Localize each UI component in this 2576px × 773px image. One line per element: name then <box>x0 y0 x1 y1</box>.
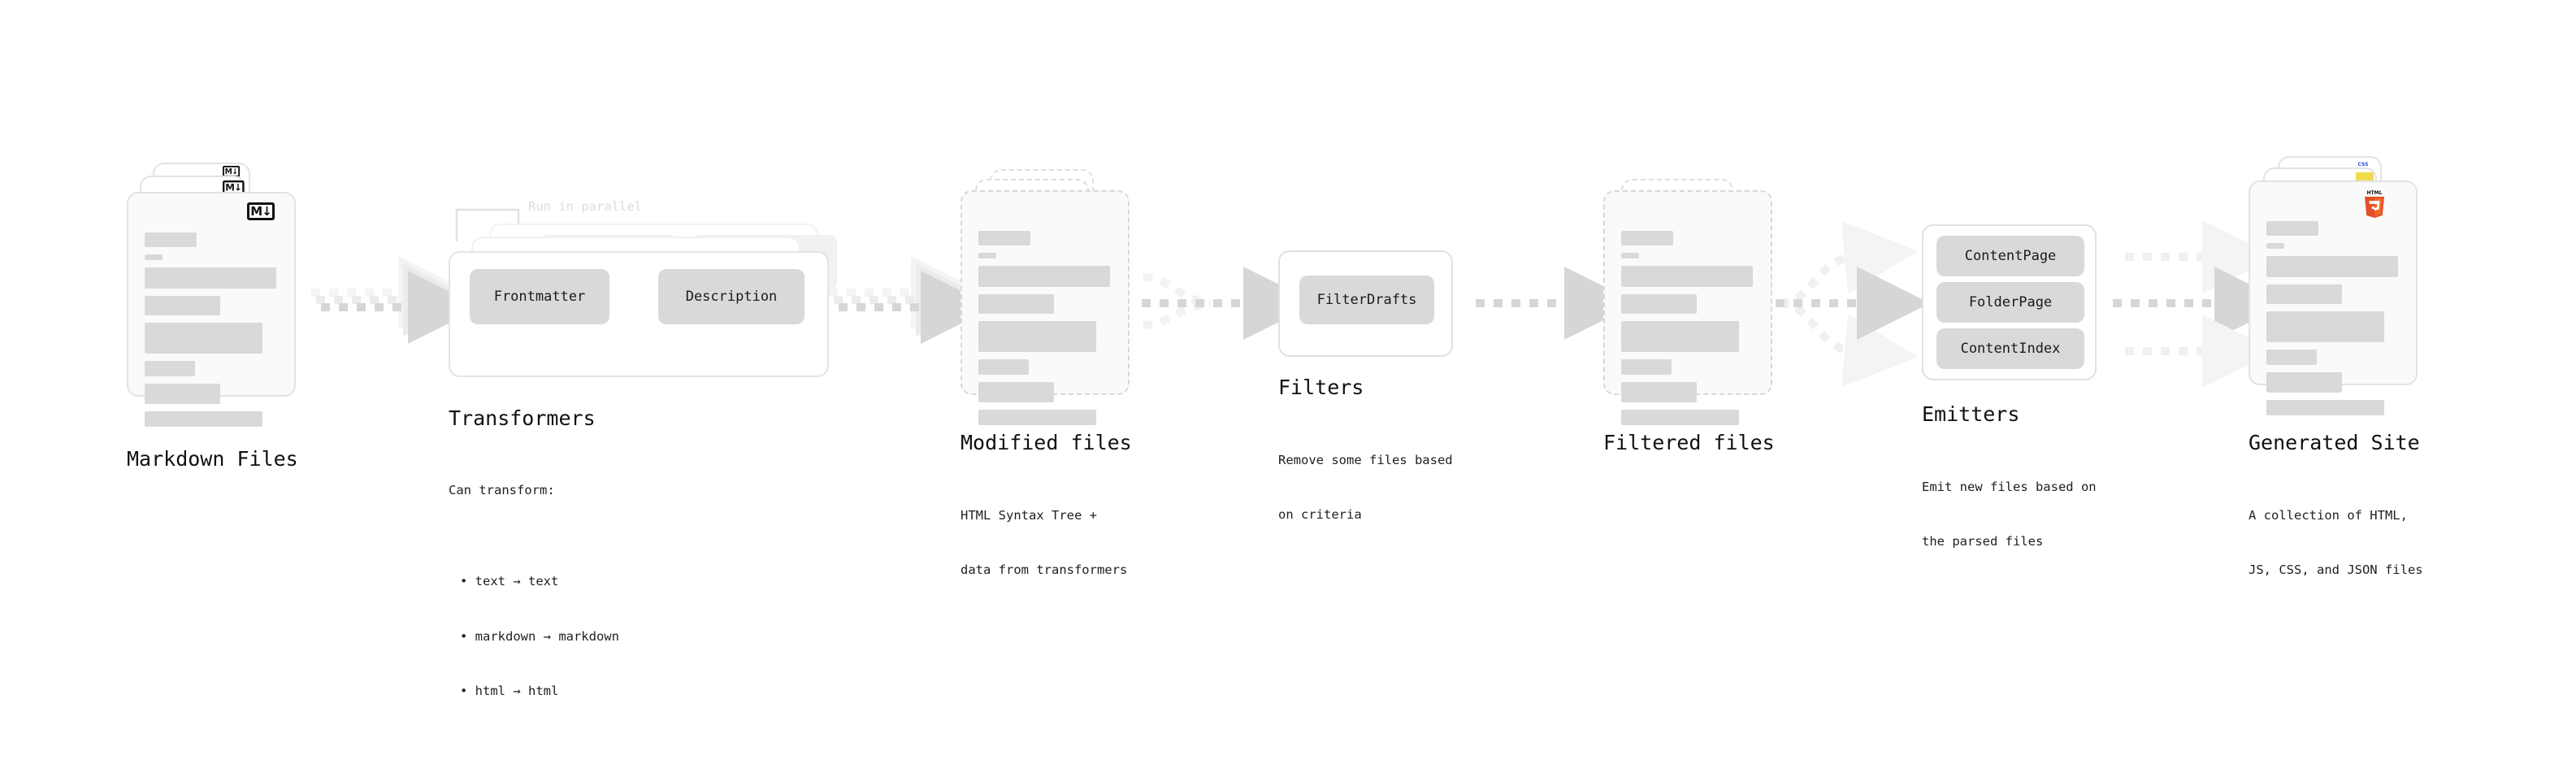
generated-site-sub-line-1: A collection of HTML, <box>2249 507 2408 523</box>
transformer-chip-description-label: Description <box>685 289 778 305</box>
skeleton-bar <box>2266 311 2384 342</box>
modified-files-sub-line-1: HTML Syntax Tree + <box>961 507 1097 523</box>
modified-skeleton-lines <box>978 231 1112 432</box>
markdown-logo: M↓ <box>247 202 275 220</box>
emitters-subtext: Emit new files based on the parsed files <box>1922 441 2097 588</box>
emitter-chip-folderpage[interactable]: FolderPage <box>1936 282 2084 323</box>
transformer-chip-frontmatter-label: Frontmatter <box>493 289 586 305</box>
markdown-logo-arrow: ↓ <box>262 203 272 219</box>
markdown-files-title: Markdown Files <box>127 447 298 471</box>
emitters-title: Emitters <box>1922 402 2020 426</box>
transformers-sub-heading: Can transform: <box>449 482 555 497</box>
emitter-chip-contentpage[interactable]: ContentPage <box>1936 236 2084 276</box>
skeleton-bar <box>145 296 220 315</box>
emitter-chip-contentindex-label: ContentIndex <box>1960 341 2061 357</box>
arrow-transformers-to-modified <box>829 256 994 344</box>
markdown-logo-arrow: ↓ <box>232 166 238 176</box>
transformers-bullet: • html → html <box>460 684 559 699</box>
modified-files-sub-line-2: data from transformers <box>961 562 1128 578</box>
skeleton-bar <box>978 382 1054 402</box>
skeleton-bar <box>2266 221 2318 236</box>
skeleton-bar <box>2266 243 2284 249</box>
transformers-bullet-list: • text → text • markdown → markdown • ht… <box>449 536 619 736</box>
skeleton-bar <box>978 253 996 258</box>
modified-files-subtext: HTML Syntax Tree + data from transformer… <box>961 470 1127 616</box>
generated-card-front: HTML <box>2249 180 2418 415</box>
skeleton-bar <box>145 232 197 247</box>
skeleton-bar <box>1621 382 1697 402</box>
modified-files-title: Modified files <box>961 431 1132 454</box>
filters-sub-line-1: Remove some files based <box>1278 452 1453 467</box>
markdown-logo-back-2: M↓ <box>223 166 241 177</box>
filters-title: Filters <box>1278 376 1364 399</box>
generated-skeleton-lines <box>2266 221 2400 423</box>
generated-site-subtext: A collection of HTML, JS, CSS, and JSON … <box>2249 470 2423 616</box>
skeleton-bar <box>2266 400 2384 415</box>
skeleton-bar <box>978 231 1030 245</box>
skeleton-bar <box>145 254 163 260</box>
emitter-chip-contentpage-label: ContentPage <box>1964 248 2057 264</box>
emitters-sub-line-1: Emit new files based on <box>1922 479 2097 494</box>
arrow-filtered-to-emitters <box>1776 221 1930 387</box>
generated-site-title: Generated Site <box>2249 431 2420 454</box>
markdown-card-front: M↓ <box>127 192 296 427</box>
generated-site-sub-line-2: JS, CSS, and JSON files <box>2249 562 2423 578</box>
filters-sub-line-2: on criteria <box>1278 507 1362 523</box>
transformers-bullet: • markdown → markdown <box>460 628 619 644</box>
arrow-markdown-to-transformers <box>311 256 481 344</box>
skeleton-bar <box>1621 410 1739 425</box>
transformer-chip-description[interactable]: Description <box>658 269 804 324</box>
skeleton-bar <box>1621 359 1672 375</box>
arrow-modified-to-filters <box>1142 267 1316 340</box>
skeleton-bar <box>1621 231 1673 245</box>
skeleton-bar <box>145 323 262 354</box>
skeleton-bar <box>2266 350 2317 365</box>
skeleton-bar <box>978 410 1096 425</box>
markdown-logo-text: M <box>225 181 235 193</box>
html5-logo: HTML <box>2362 189 2387 219</box>
filtered-files-title: Filtered files <box>1603 431 1775 454</box>
transformers-subtext: Can transform: • text → text • markdown … <box>449 445 619 773</box>
html5-logo-svg: HTML <box>2365 190 2384 218</box>
skeleton-bar <box>978 359 1029 375</box>
markdown-logo-text: M <box>250 203 262 219</box>
emitter-chip-contentindex[interactable]: ContentIndex <box>1936 328 2084 369</box>
skeleton-bar <box>1621 266 1753 287</box>
markdown-logo-text: M <box>224 166 232 176</box>
run-in-parallel-note: Run in parallel <box>528 199 642 214</box>
markdown-logo-arrow: ↓ <box>234 181 242 193</box>
skeleton-bar <box>145 267 276 289</box>
skeleton-bar <box>978 321 1096 352</box>
skeleton-bar <box>145 361 195 376</box>
emitters-sub-line-2: the parsed files <box>1922 534 2044 549</box>
skeleton-bar <box>145 384 220 404</box>
css-logo-text: CSS <box>2357 162 2369 167</box>
transformer-chip-frontmatter[interactable]: Frontmatter <box>470 269 609 324</box>
filter-chip-filterdrafts[interactable]: FilterDrafts <box>1299 276 1434 324</box>
transformers-bullet: • text → text <box>460 574 559 589</box>
filtered-skeleton-lines <box>1621 231 1754 432</box>
markdown-skeleton-lines <box>145 232 278 434</box>
filters-subtext: Remove some files based on criteria <box>1278 415 1453 561</box>
transformers-title: Transformers <box>449 406 596 430</box>
skeleton-bar <box>978 266 1110 287</box>
skeleton-bar <box>1621 253 1639 258</box>
html5-logo-wordmark: HTML <box>2367 190 2383 196</box>
filter-chip-filterdrafts-label: FilterDrafts <box>1316 292 1417 308</box>
modified-card-front <box>961 190 1130 425</box>
arrow-emitters-to-site <box>2113 220 2288 388</box>
skeleton-bar <box>1621 294 1697 314</box>
emitter-chip-folderpage-label: FolderPage <box>1968 294 2053 311</box>
skeleton-bar <box>2266 256 2398 277</box>
skeleton-bar <box>145 411 262 427</box>
skeleton-bar <box>2266 284 2342 304</box>
skeleton-bar <box>2266 372 2342 393</box>
pipeline-diagram: M↓ M↓ M↓ Markdown Files Run in parallel <box>127 156 2423 698</box>
filtered-card-front <box>1603 190 1772 425</box>
skeleton-bar <box>978 294 1054 314</box>
skeleton-bar <box>1621 321 1739 352</box>
